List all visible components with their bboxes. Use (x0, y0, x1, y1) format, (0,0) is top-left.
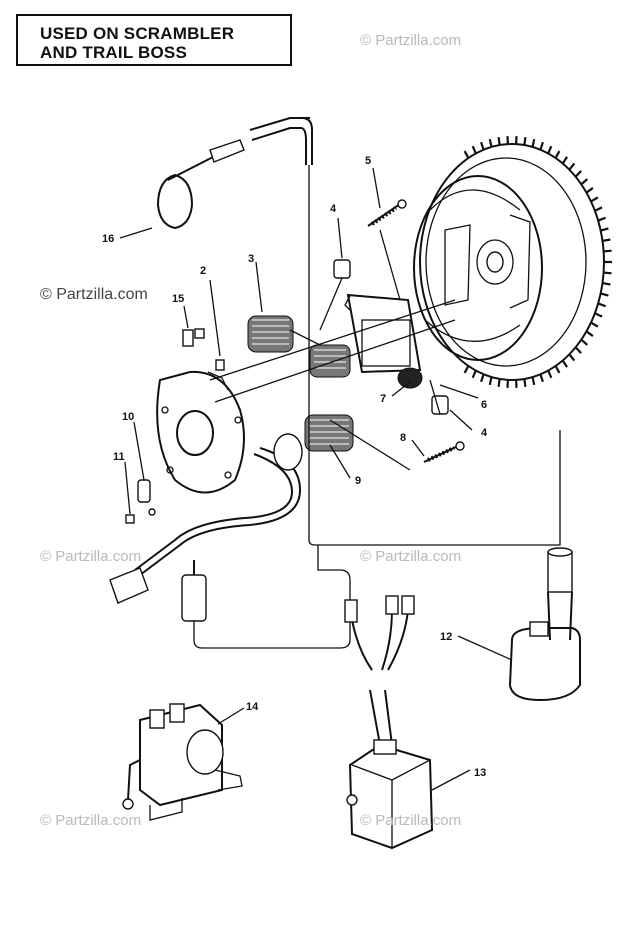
gear-tooth (480, 141, 485, 151)
gear-tooth (585, 330, 594, 337)
cdi-unit (344, 595, 434, 850)
gear-tooth (574, 346, 582, 354)
gear-tooth (603, 249, 612, 253)
gear-tooth (602, 281, 611, 286)
gear-tooth (568, 162, 576, 171)
callout-labels: 16 2 3 4 5 15 7 6 4 8 9 10 11 12 13 14 (102, 155, 488, 779)
callout-13: 13 (474, 767, 486, 779)
screw-11 (125, 514, 135, 524)
clamp-10 (137, 479, 156, 516)
callout-5: 5 (365, 155, 371, 167)
watermark: © Partzilla.com (40, 812, 142, 829)
gear-tooth (547, 370, 553, 379)
exciter-coil (309, 344, 351, 378)
pulser-assembly (344, 293, 423, 389)
spacer-top (333, 259, 351, 279)
gear-tooth (480, 373, 485, 383)
gear-tooth (580, 338, 589, 346)
gear-tooth (471, 145, 477, 154)
gear-tooth (463, 365, 470, 374)
callout-16: 16 (102, 233, 114, 245)
gear-tooth (600, 292, 609, 297)
screw-15 (182, 328, 205, 347)
callout-2: 2 (200, 265, 206, 277)
gear-tooth (463, 150, 470, 159)
callout-4-top: 4 (330, 203, 337, 215)
gear-tooth (602, 238, 611, 243)
wiring-harness (109, 433, 351, 649)
callout-12: 12 (440, 631, 452, 643)
gear-tooth (523, 136, 527, 146)
screw-2 (215, 359, 225, 371)
gear-tooth (594, 312, 603, 318)
ignition-coil-stator (304, 414, 354, 452)
screw-8 (423, 441, 465, 463)
callout-6: 6 (481, 399, 487, 411)
gear-tooth (574, 170, 582, 178)
callout-9: 9 (355, 475, 361, 487)
ring-gear-teeth (463, 136, 612, 388)
callout-15: 15 (172, 293, 184, 305)
callout-11: 11 (113, 451, 125, 463)
watermark: © Partzilla.com (360, 812, 462, 829)
gear-tooth (590, 196, 599, 203)
stator-plate (156, 370, 245, 494)
flywheel (413, 136, 612, 388)
gear-tooth (554, 150, 561, 159)
gear-tooth (580, 178, 589, 186)
spark-plug-cap (156, 117, 561, 546)
gear-tooth (497, 378, 501, 388)
callout-4-bottom: 4 (481, 427, 488, 439)
gear-tooth (488, 376, 493, 386)
gear-tooth (590, 321, 599, 328)
screw-5 (367, 199, 407, 227)
gear-tooth (471, 370, 477, 379)
watermark: © Partzilla.com (360, 548, 462, 565)
starter-solenoid (122, 703, 243, 821)
gear-tooth (497, 136, 501, 146)
gear-tooth (539, 373, 544, 383)
gear-tooth (488, 138, 493, 148)
ignition-coil (508, 547, 581, 702)
gear-tooth (597, 302, 607, 308)
callout-leaders (119, 167, 513, 791)
gear-tooth (561, 156, 569, 165)
gear-tooth (600, 227, 609, 232)
assembly-axis-lines (209, 229, 456, 471)
model-line-2: AND TRAIL BOSS (40, 43, 187, 62)
gear-tooth (585, 187, 594, 194)
callout-10: 10 (122, 411, 134, 423)
gear-tooth (561, 359, 569, 368)
callout-14: 14 (246, 701, 259, 713)
gear-tooth (594, 206, 603, 212)
gear-tooth (603, 271, 612, 275)
gear-tooth (531, 376, 536, 386)
callout-8: 8 (400, 432, 406, 444)
callout-3: 3 (248, 253, 254, 265)
callout-7: 7 (380, 393, 386, 405)
watermark: © Partzilla.com (360, 32, 462, 49)
gear-tooth (597, 216, 607, 222)
watermark: © Partzilla.com (40, 286, 148, 303)
spacer-bottom (431, 395, 449, 415)
gear-tooth (523, 378, 527, 388)
gear-tooth (547, 145, 553, 154)
model-applicability-box: USED ON SCRAMBLER AND TRAIL BOSS (16, 14, 292, 66)
gear-tooth (539, 141, 544, 151)
gear-tooth (531, 138, 536, 148)
gear-tooth (554, 365, 561, 374)
gear-tooth (568, 353, 576, 362)
model-line-1: USED ON SCRAMBLER (40, 24, 235, 43)
watermark: © Partzilla.com (40, 548, 142, 565)
